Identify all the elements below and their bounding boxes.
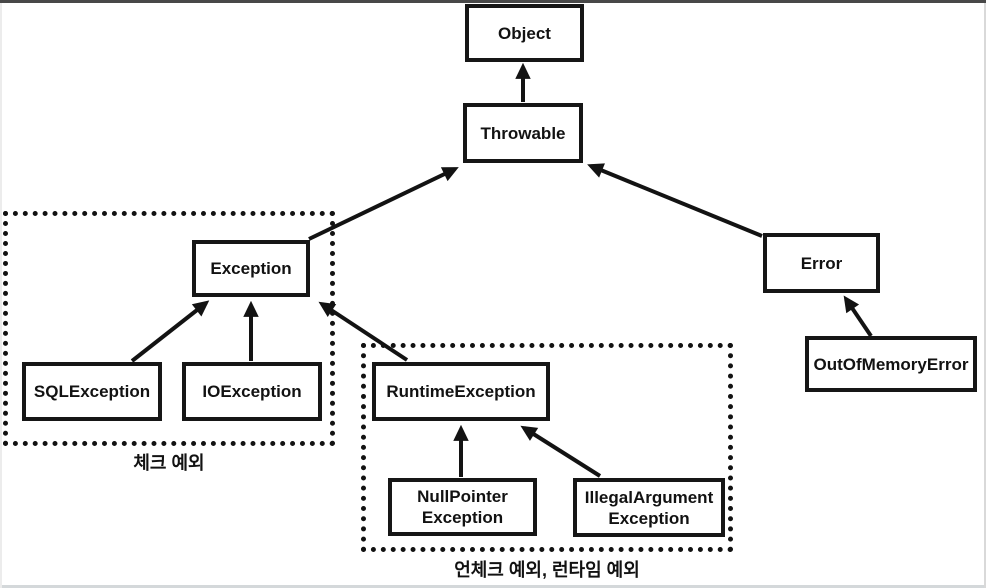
class-node-outofmemoryerror: OutOfMemoryError xyxy=(805,336,977,392)
class-node-ioexception: IOException xyxy=(182,362,322,421)
class-node-sqlexception: SQLException xyxy=(22,362,162,421)
checked-exceptions-caption: 체크 예외 xyxy=(133,453,205,473)
arrow-outofmemoryerror-to-error xyxy=(843,295,873,338)
class-node-runtimeexception: RuntimeException xyxy=(372,362,550,421)
class-node-illegalargumentexception: IllegalArgument Exception xyxy=(573,478,725,537)
arrow-error-to-throwable xyxy=(587,163,763,238)
class-node-nullpointerexception: NullPointer Exception xyxy=(388,478,537,536)
class-node-exception: Exception xyxy=(192,240,310,297)
class-node-object: Object xyxy=(465,4,584,62)
class-node-throwable: Throwable xyxy=(463,103,583,163)
class-node-error: Error xyxy=(763,233,880,293)
unchecked-exceptions-caption: 언체크 예외, 런타임 예외 xyxy=(454,560,640,580)
unchecked-exceptions-group-border xyxy=(361,343,733,552)
